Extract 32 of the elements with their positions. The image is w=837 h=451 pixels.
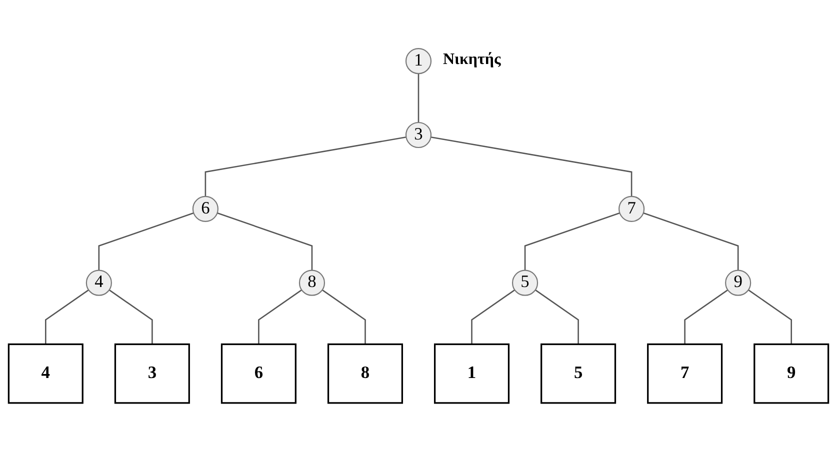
node-circle: 5 xyxy=(512,270,538,296)
connector xyxy=(418,74,420,122)
node-circle: 9 xyxy=(725,270,752,296)
node-circle: 3 xyxy=(405,122,432,148)
node-circle: 6 xyxy=(192,196,218,222)
node-box: 4 xyxy=(8,343,84,404)
connector xyxy=(322,289,366,344)
node-box: 5 xyxy=(540,343,616,404)
node-caption: Νικητής xyxy=(443,51,501,70)
connector xyxy=(98,212,194,270)
node-box: 9 xyxy=(754,343,830,404)
connector xyxy=(524,212,620,270)
node-box: 1 xyxy=(434,343,510,404)
node-box: 7 xyxy=(647,343,723,404)
connector xyxy=(684,289,728,344)
connector xyxy=(204,136,406,196)
connector xyxy=(217,212,313,270)
connector xyxy=(748,289,792,344)
connector xyxy=(430,136,632,196)
connector xyxy=(258,289,302,344)
connector xyxy=(643,212,739,270)
node-box: 3 xyxy=(114,343,190,404)
connector xyxy=(108,289,153,344)
node-circle: 8 xyxy=(298,270,326,296)
node-circle: 1 xyxy=(405,48,432,74)
node-box: 8 xyxy=(327,343,403,404)
connector xyxy=(471,289,516,344)
connector xyxy=(45,289,90,344)
node-circle: 4 xyxy=(86,270,112,296)
node-box: 6 xyxy=(220,343,296,404)
connector xyxy=(534,289,579,344)
node-circle: 7 xyxy=(618,196,645,222)
